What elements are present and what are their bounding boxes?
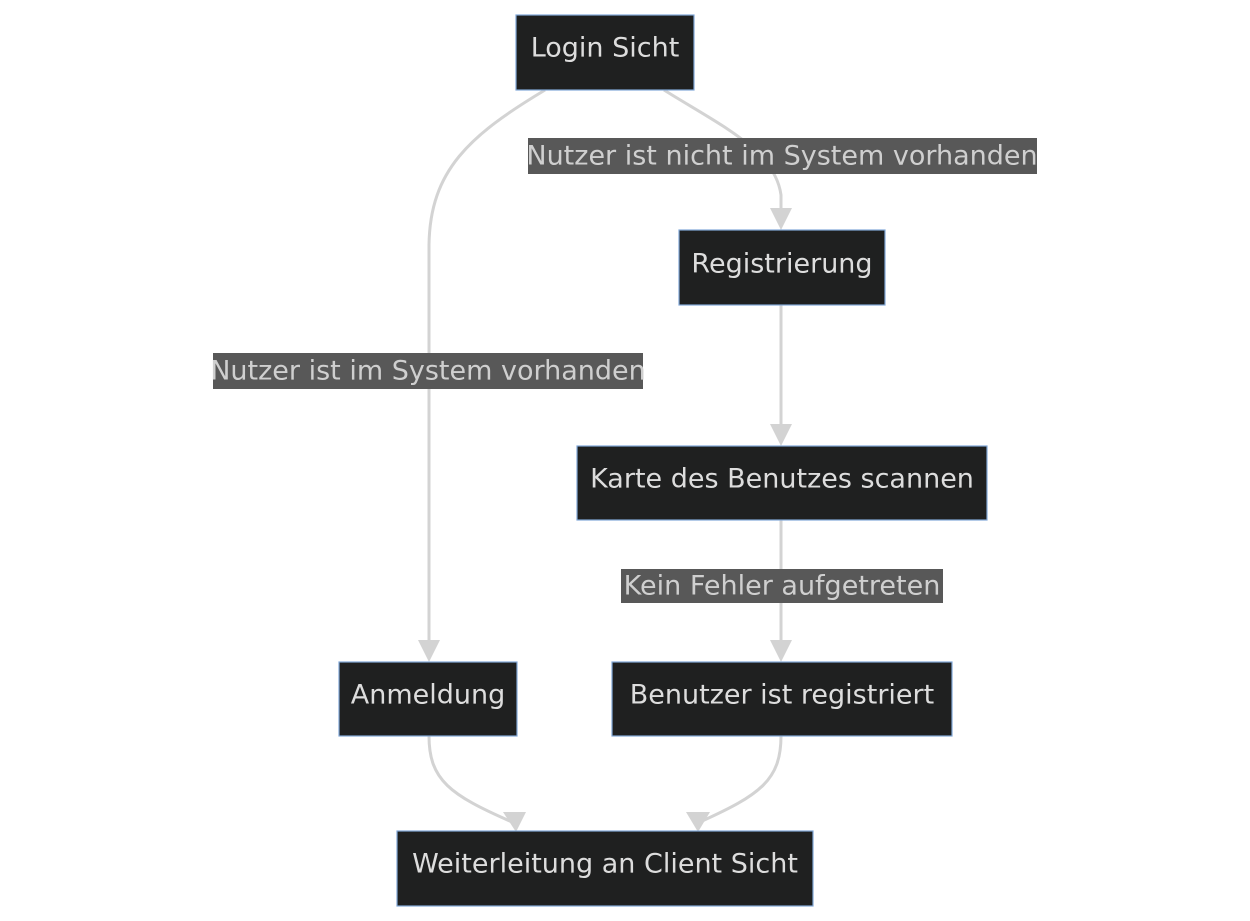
arrowhead-karte [770, 424, 792, 446]
edges [418, 88, 792, 832]
node-weiterleitung-label: Weiterleitung an Client Sicht [412, 849, 798, 880]
edge-label-kein-fehler: Kein Fehler aufgetreten [624, 571, 941, 602]
arrowhead-registrierung [770, 208, 792, 230]
arrowhead-weiterleitung-left [503, 812, 526, 832]
arrowhead-registriert [770, 640, 792, 662]
arrowhead-weiterleitung-right [686, 812, 710, 832]
node-login-sicht-label: Login Sicht [531, 33, 680, 64]
node-benutzer-registriert-label: Benutzer ist registriert [630, 680, 934, 711]
nodes: Login Sicht Registrierung Karte des Benu… [338, 14, 988, 907]
node-karte-scannen-label: Karte des Benutzes scannen [590, 464, 974, 495]
edge-registriert-to-weiterleitung [699, 735, 783, 824]
node-registrierung-label: Registrierung [691, 249, 872, 280]
edge-label-nicht-im-system: Nutzer ist nicht im System vorhanden [526, 141, 1037, 172]
node-registrierung[interactable]: Registrierung [678, 229, 886, 306]
edge-login-to-anmeldung [427, 88, 546, 640]
edge-anmeldung-to-weiterleitung [427, 735, 513, 824]
arrowhead-anmeldung [418, 640, 440, 662]
node-login-sicht[interactable]: Login Sicht [515, 14, 695, 91]
edge-label-im-system: Nutzer ist im System vorhanden [210, 356, 646, 387]
node-benutzer-registriert[interactable]: Benutzer ist registriert [611, 661, 953, 737]
node-karte-scannen[interactable]: Karte des Benutzes scannen [576, 445, 988, 521]
edge-labels: Nutzer ist nicht im System vorhanden Nut… [210, 138, 1038, 603]
node-anmeldung[interactable]: Anmeldung [338, 661, 518, 737]
node-anmeldung-label: Anmeldung [351, 680, 506, 711]
node-weiterleitung[interactable]: Weiterleitung an Client Sicht [396, 830, 814, 907]
